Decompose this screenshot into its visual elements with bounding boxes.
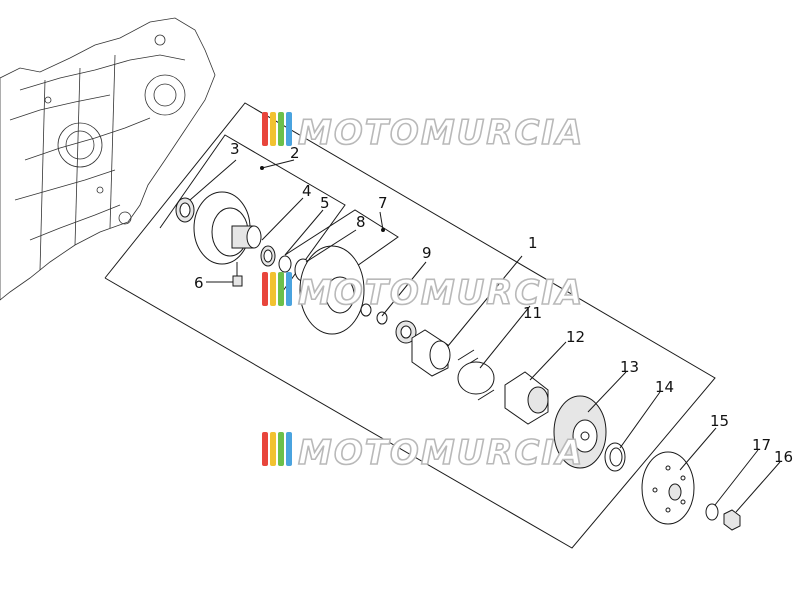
- callout-9: 9: [422, 244, 432, 262]
- callout-17: 17: [752, 436, 771, 454]
- watermark-text: MOTOMURCIA: [298, 273, 584, 313]
- leader-lines: [189, 159, 781, 513]
- part-9-guides: [360, 303, 417, 344]
- crankcase: [0, 17, 216, 301]
- watermark-stripe-yellow: [270, 112, 276, 146]
- assembly-outline: [104, 102, 716, 549]
- callout-7: 7: [378, 194, 388, 212]
- watermark-stripe-blue: [286, 272, 292, 306]
- part-2-hub: [231, 225, 262, 249]
- part-6-screw: [232, 262, 243, 287]
- part-4-bearing: [260, 245, 276, 267]
- part-17-washer: [705, 503, 719, 521]
- part-15-clutch-bell: [641, 451, 695, 525]
- callout-1: 1: [528, 234, 538, 252]
- watermark-stripe-green: [278, 272, 284, 306]
- watermark-stripe-red: [262, 432, 268, 466]
- watermark-stripe-red: [262, 112, 268, 146]
- callout-8: 8: [356, 213, 366, 231]
- part-12-spring-seat: [504, 371, 549, 425]
- part-seal: [175, 197, 195, 223]
- callout-4: 4: [302, 182, 312, 200]
- watermark-stripe-green: [278, 432, 284, 466]
- watermark-stripe-blue: [286, 432, 292, 466]
- part-7-movable-pulley: [299, 245, 365, 335]
- watermark-3: MOTOMURCIA: [262, 432, 584, 474]
- watermark-text: MOTOMURCIA: [298, 433, 584, 473]
- callout-2: 2: [290, 144, 300, 162]
- watermark-2: MOTOMURCIA: [262, 272, 584, 314]
- callout-13: 13: [620, 358, 639, 376]
- callout-3: 3: [230, 140, 240, 158]
- watermark-text: MOTOMURCIA: [298, 113, 584, 153]
- watermark-stripe-yellow: [270, 432, 276, 466]
- watermark-stripe-red: [262, 272, 268, 306]
- callout-6: 6: [194, 274, 204, 292]
- part-16-nut: [723, 509, 741, 531]
- watermark-stripe-blue: [286, 112, 292, 146]
- callout-15: 15: [710, 412, 729, 430]
- watermark-stripe-yellow: [270, 272, 276, 306]
- callout-16: 16: [774, 448, 793, 466]
- part-11-spring: [457, 349, 495, 401]
- part-sleeve: [411, 329, 451, 377]
- callout-14: 14: [655, 378, 674, 396]
- part-14-washer: [604, 442, 626, 472]
- callout-12: 12: [566, 328, 585, 346]
- callout-labels: 1 2 3 4 5 6 7 8 9 11 12 13 14 15 16 17: [194, 140, 793, 466]
- part-13-clutch: [553, 395, 607, 469]
- part-5-circlip: [278, 255, 292, 273]
- callout-5: 5: [320, 194, 330, 212]
- watermark-1: MOTOMURCIA: [262, 112, 584, 154]
- watermark-stripe-green: [278, 112, 284, 146]
- callout-11: 11: [523, 304, 542, 322]
